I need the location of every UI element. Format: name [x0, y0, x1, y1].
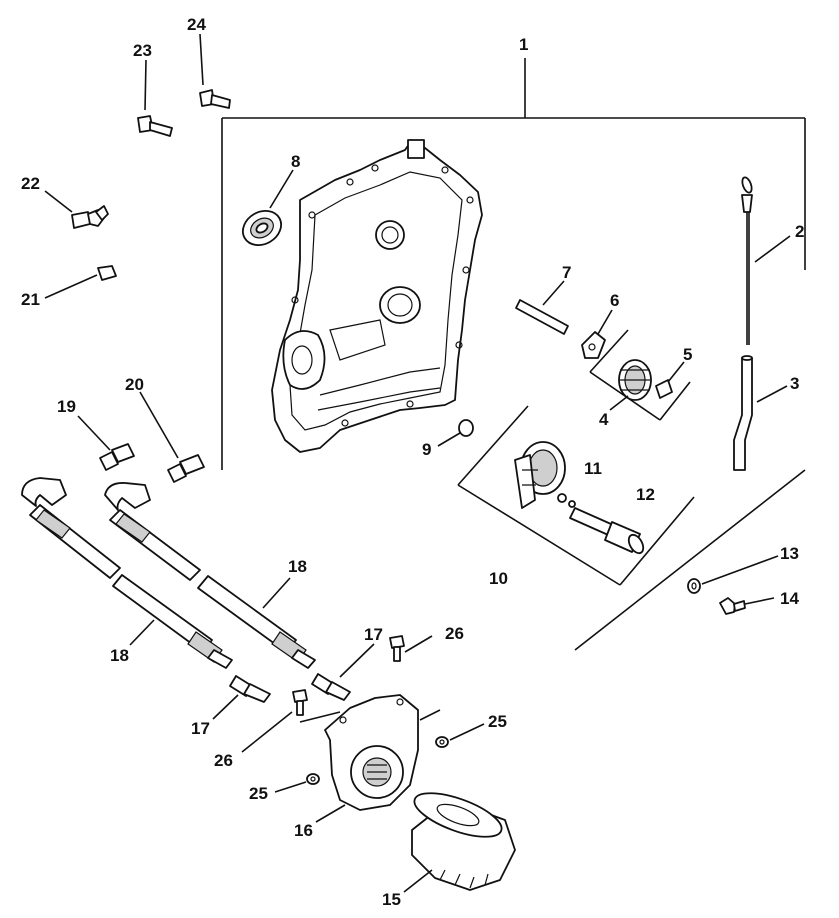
oil-hose-18b-lower: [197, 575, 316, 669]
assembly-bracket-1: [221, 58, 806, 651]
dipstick-tube-3: [733, 355, 753, 471]
callout-24: 24: [187, 15, 206, 34]
callout-25-left: 25: [249, 784, 268, 803]
hose-fitting-19: [99, 443, 135, 471]
callout-21: 21: [21, 290, 40, 309]
washer-25b: [306, 773, 320, 785]
callout-15: 15: [382, 890, 401, 909]
filter-adapter-16: [299, 694, 441, 811]
callout-18-left: 18: [110, 646, 129, 665]
callout-20: 20: [125, 375, 144, 394]
oil-pump-11: [514, 441, 566, 509]
callout-9: 9: [422, 440, 431, 459]
callout-3: 3: [790, 374, 799, 393]
hose-adapter-17b: [311, 673, 351, 701]
callout-labels: 1 2 3 4 5 6 7 8 9 10 11 12 13 14 15 16 1…: [21, 15, 804, 909]
callout-4: 4: [599, 410, 609, 429]
callout-8: 8: [291, 152, 300, 171]
hose-fitting-20: [167, 454, 205, 483]
callout-19: 19: [57, 397, 76, 416]
callout-6: 6: [610, 291, 619, 310]
callout-17-right: 17: [364, 625, 383, 644]
oil-hose-18b-upper: [104, 482, 201, 581]
fitting-24: [199, 89, 231, 109]
callout-17-left: 17: [191, 719, 210, 738]
plug-21: [97, 265, 117, 281]
bolt-14: [719, 597, 746, 615]
callout-16: 16: [294, 821, 313, 840]
fitting-23: [137, 115, 173, 137]
dipstick-2: [741, 176, 753, 345]
oil-seal-8: [242, 210, 282, 246]
washer-25a: [435, 736, 449, 748]
callout-22: 22: [21, 174, 40, 193]
callout-14: 14: [780, 589, 799, 608]
callout-5: 5: [683, 345, 692, 364]
callout-13: 13: [780, 544, 799, 563]
callout-7: 7: [562, 263, 571, 282]
washer-13: [687, 578, 701, 594]
bolt-26a: [389, 635, 405, 662]
cam-gear-4: [618, 359, 652, 401]
callout-12: 12: [636, 485, 655, 504]
bolt-26b: [292, 689, 308, 716]
hose-adapter-17a: [229, 675, 271, 703]
callout-23: 23: [133, 41, 152, 60]
pin-7: [515, 299, 569, 335]
o-ring-9: [458, 419, 474, 437]
clip-6: [581, 331, 606, 359]
pump-shaft-12: [557, 493, 645, 555]
gear-cover: [271, 139, 483, 453]
callout-25-right: 25: [488, 712, 507, 731]
oil-pump-bracket-10: [457, 405, 695, 586]
plug-5: [655, 379, 673, 399]
oil-hose-18a-upper: [21, 477, 121, 579]
callout-18-right: 18: [288, 557, 307, 576]
oil-filter-15: [411, 792, 516, 891]
elbow-fitting-22: [71, 205, 109, 229]
oil-hose-18a-lower: [112, 574, 233, 669]
callout-11: 11: [584, 459, 602, 478]
callout-1: 1: [519, 35, 528, 54]
callout-26-bottom: 26: [214, 751, 233, 770]
leader-lines: [44, 33, 791, 893]
callout-26-top: 26: [445, 624, 464, 643]
callout-2: 2: [795, 222, 804, 241]
callout-10: 10: [489, 569, 508, 588]
